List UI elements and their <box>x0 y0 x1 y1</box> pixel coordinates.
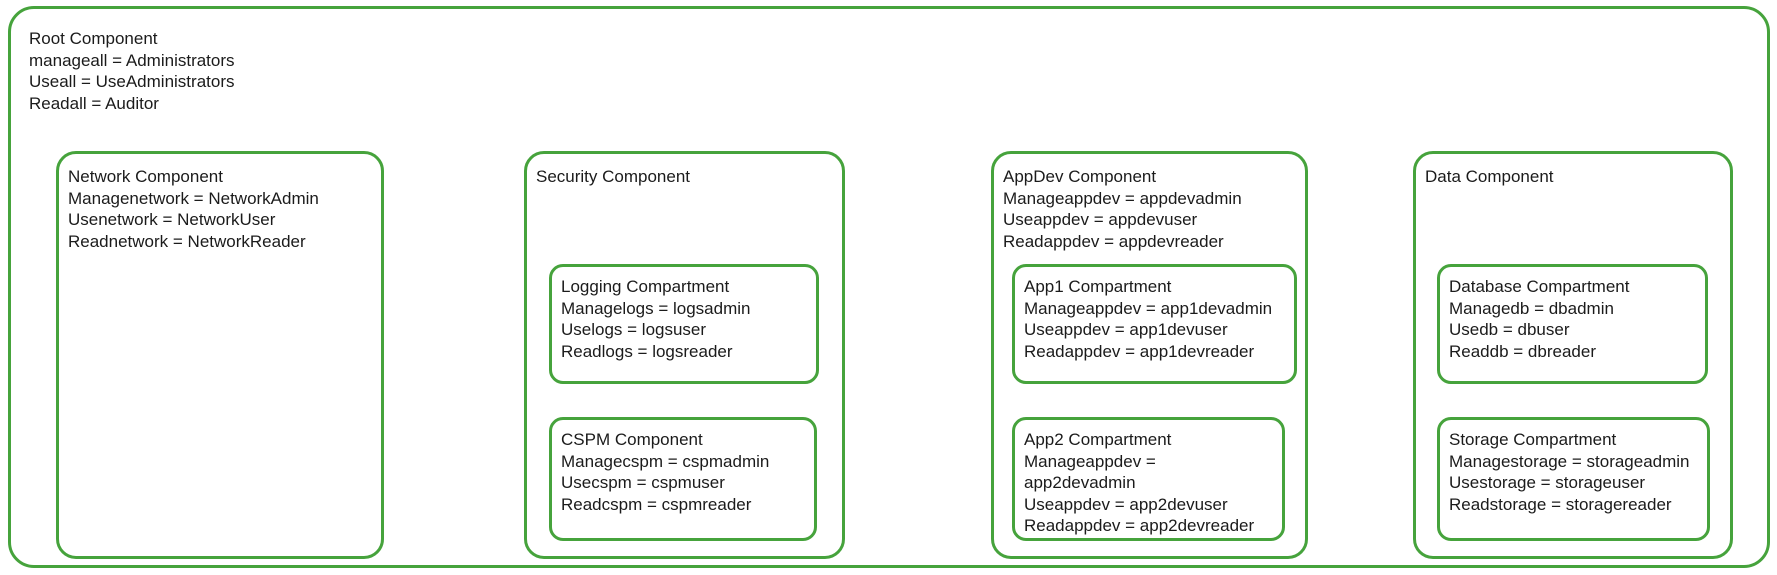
component-box-appdev: AppDev Component Manageappdev = appdevad… <box>991 151 1308 559</box>
policy-line: Readnetwork = NetworkReader <box>68 231 306 251</box>
security-component-text: Security Component <box>536 166 833 188</box>
policy-line: Usestorage = storageuser <box>1449 473 1646 492</box>
policy-line: Useappdev = app2devuser <box>1024 494 1228 514</box>
compartment-box-app2: App2 Compartment Manageappdev = app2devad… <box>1012 417 1285 541</box>
policy-line: Readappdev = app1devreader <box>1024 341 1255 361</box>
policy-line: Managelogs = logsadmin <box>561 298 751 318</box>
logging-compartment-title: Logging Compartment <box>561 277 730 296</box>
data-component-text: Data Component <box>1425 166 1721 188</box>
network-component-text: Network Component Managenetwork = Networ… <box>68 166 372 252</box>
logging-compartment-text: Logging Compartment Managelogs = logsadm… <box>561 276 807 362</box>
policy-line: Useappdev = app1devuser <box>1024 320 1228 339</box>
root-component-title: Root Component <box>29 29 158 48</box>
appdev-component-title: AppDev Component <box>1003 167 1157 186</box>
compartment-box-app1: App1 Compartment Manageappdev = app1deva… <box>1012 264 1297 384</box>
policy-line: Managestorage = storageadmin <box>1449 451 1690 471</box>
policy-line: Managedb = dbadmin <box>1449 298 1614 318</box>
component-box-network: Network Component Managenetwork = Networ… <box>56 151 384 559</box>
policy-line: app2devadmin <box>1024 473 1136 492</box>
data-component-title: Data Component <box>1425 167 1554 186</box>
policy-line: Usecspm = cspmuser <box>561 473 725 492</box>
policy-line: Useall = UseAdministrators <box>29 72 235 91</box>
policy-line: Readcspm = cspmreader <box>561 494 752 514</box>
policy-line: Managecspm = cspmadmin <box>561 451 770 471</box>
root-component-text: Root Component manageall = Administrator… <box>29 28 235 114</box>
policy-line: Readstorage = storagereader <box>1449 494 1672 514</box>
security-component-title: Security Component <box>536 167 691 186</box>
policy-line: Usedb = dbuser <box>1449 320 1570 339</box>
storage-compartment-title: Storage Compartment <box>1449 430 1617 449</box>
database-compartment-title: Database Compartment <box>1449 277 1630 296</box>
app2-compartment-text: App2 Compartment Manageappdev = app2devad… <box>1024 429 1273 537</box>
component-box-security: Security Component Logging Compartment M… <box>524 151 845 559</box>
app1-compartment-text: App1 Compartment Manageappdev = app1deva… <box>1024 276 1285 362</box>
policy-line: Readlogs = logsreader <box>561 341 733 361</box>
storage-compartment-text: Storage Compartment Managestorage = stor… <box>1449 429 1698 515</box>
policy-line: Readall = Auditor <box>29 93 159 113</box>
root-component-box: Root Component manageall = Administrator… <box>8 6 1770 568</box>
cspm-component-title: CSPM Component <box>561 430 703 449</box>
policy-line: Managenetwork = NetworkAdmin <box>68 188 319 208</box>
policy-line: Uselogs = logsuser <box>561 320 707 339</box>
compartment-box-logging: Logging Compartment Managelogs = logsadm… <box>549 264 819 384</box>
app1-compartment-title: App1 Compartment <box>1024 277 1172 296</box>
policy-line: Readappdev = app2devreader <box>1024 516 1255 535</box>
network-component-title: Network Component <box>68 167 223 186</box>
policy-line: manageall = Administrators <box>29 50 235 70</box>
app2-compartment-title: App2 Compartment <box>1024 430 1172 449</box>
component-box-data: Data Component Database Compartment Mana… <box>1413 151 1733 559</box>
policy-line: Manageappdev = <box>1024 451 1156 471</box>
policy-line: Manageappdev = appdevadmin <box>1003 188 1242 208</box>
policy-line: Useappdev = appdevuser <box>1003 210 1198 229</box>
policy-line: Readappdev = appdevreader <box>1003 231 1224 251</box>
compartment-box-storage: Storage Compartment Managestorage = stor… <box>1437 417 1710 541</box>
policy-line: Usenetwork = NetworkUser <box>68 210 276 229</box>
policy-line: Readdb = dbreader <box>1449 341 1596 361</box>
policy-line: Manageappdev = app1devadmin <box>1024 298 1273 318</box>
appdev-component-text: AppDev Component Manageappdev = appdevad… <box>1003 166 1296 252</box>
